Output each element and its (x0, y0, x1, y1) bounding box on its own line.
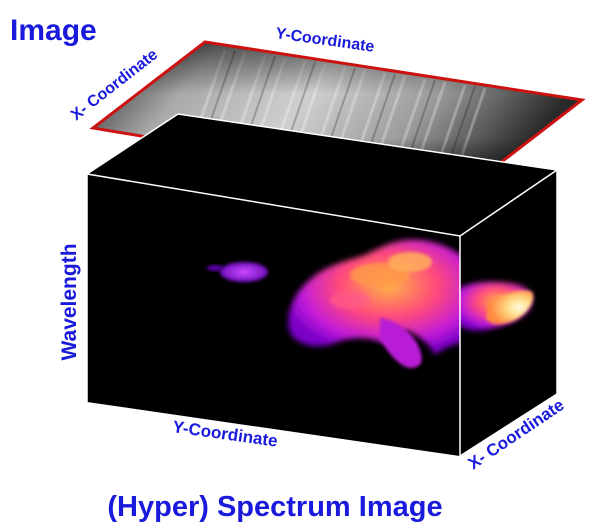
spectral-cube (86, 113, 558, 457)
spectrum-signal-front (207, 239, 460, 368)
cube-front-face (87, 174, 460, 456)
spectrum-signal-side (460, 282, 534, 331)
slice-y-axis-label: Y-Coordinate (274, 25, 375, 56)
hot-signal-spot (486, 290, 534, 325)
main-caption: (Hyper) Spectrum Image (107, 491, 442, 523)
image-title: Image (10, 14, 97, 47)
cube-edges (86, 113, 558, 457)
cube-top-face (87, 114, 557, 236)
cube-wavelength-axis-label: Wavelength (58, 243, 81, 360)
small-signal-blob (220, 262, 268, 282)
